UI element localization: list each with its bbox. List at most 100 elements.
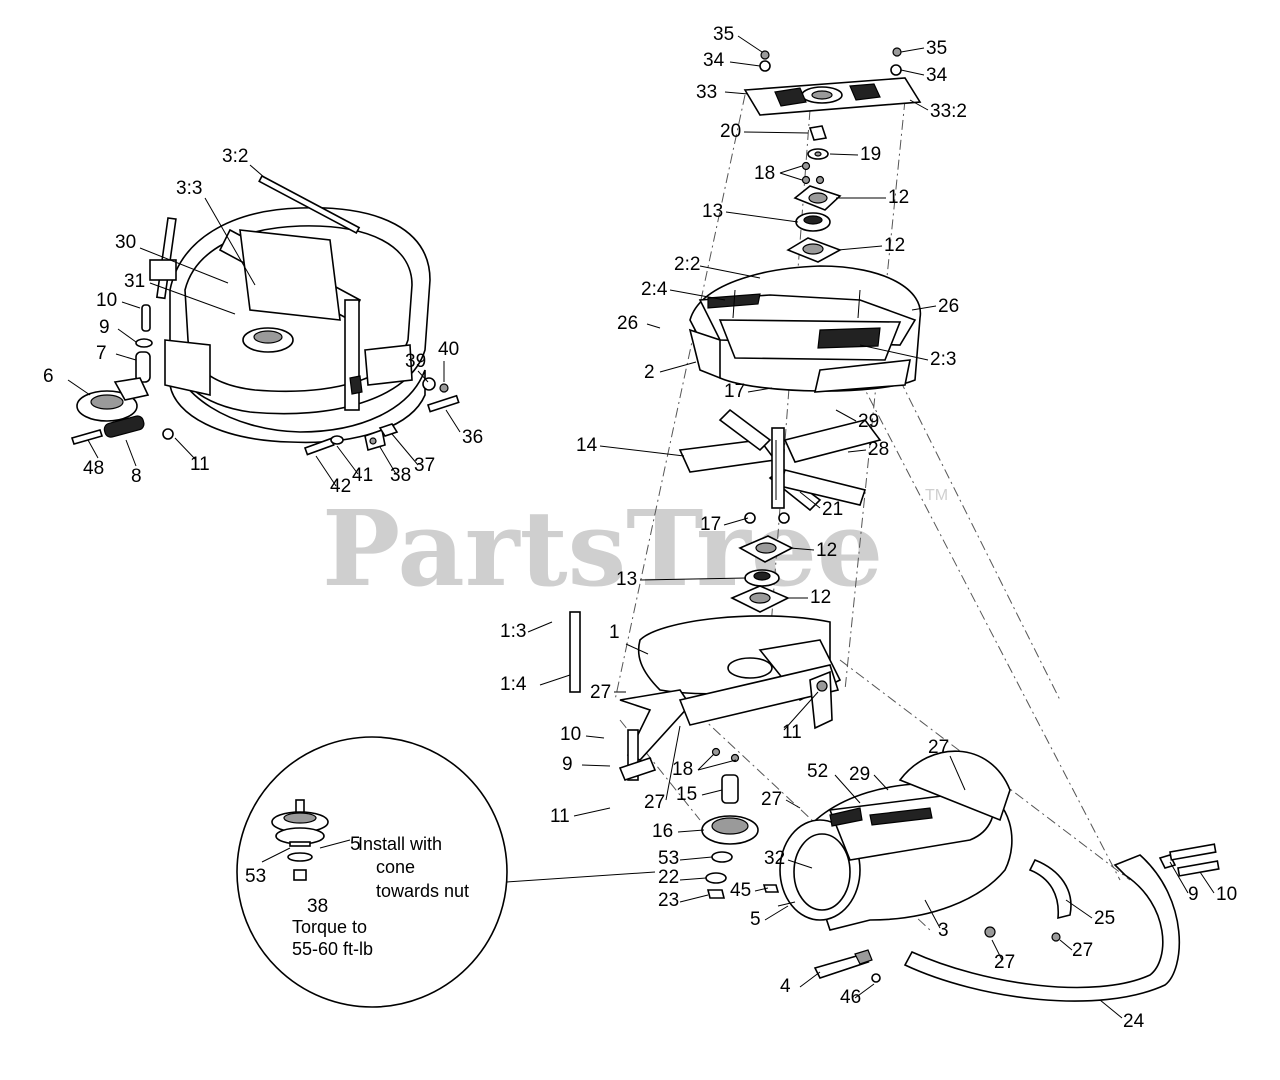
callout-10[interactable]: 10 — [96, 290, 117, 311]
callout-13[interactable]: 13 — [702, 201, 723, 222]
leader-line — [949, 755, 966, 791]
callout-30[interactable]: 30 — [115, 232, 136, 253]
callout-37[interactable]: 37 — [414, 455, 435, 476]
callout-17[interactable]: 17 — [724, 381, 745, 402]
callout-26[interactable]: 26 — [938, 296, 959, 317]
callout-25[interactable]: 25 — [1094, 908, 1115, 929]
callout-27[interactable]: 27 — [928, 737, 949, 758]
callout-12[interactable]: 12 — [888, 187, 909, 208]
bearing-flanges-upper — [786, 185, 842, 263]
callout-41[interactable]: 41 — [352, 465, 373, 486]
callout-26[interactable]: 26 — [617, 313, 638, 334]
leader-line — [117, 328, 137, 343]
callout-9[interactable]: 9 — [99, 317, 110, 338]
note-torque-1: Torque to — [292, 917, 367, 937]
leader-line — [829, 153, 859, 156]
callout-2-4[interactable]: 2:4 — [641, 279, 668, 300]
callout-10[interactable]: 10 — [560, 724, 581, 745]
callout-29[interactable]: 29 — [849, 764, 870, 785]
callout-27[interactable]: 27 — [644, 792, 665, 813]
leader-line — [799, 491, 821, 509]
callout-12[interactable]: 12 — [816, 540, 837, 561]
callout-40[interactable]: 40 — [438, 339, 459, 360]
callout-2-2[interactable]: 2:2 — [674, 254, 700, 275]
leader-lines — [67, 35, 1215, 1019]
callout-18[interactable]: 18 — [672, 759, 693, 780]
callout-32[interactable]: 32 — [764, 848, 785, 869]
leader-line — [725, 211, 799, 223]
callout-27[interactable]: 27 — [1072, 940, 1093, 961]
callout-13[interactable]: 13 — [616, 569, 637, 590]
callout-21[interactable]: 21 — [822, 499, 843, 520]
callout-11[interactable]: 11 — [190, 454, 210, 475]
leader-line — [754, 887, 769, 892]
watermark-trademark: TM — [925, 487, 948, 504]
callout-36[interactable]: 36 — [462, 427, 483, 448]
callout-18[interactable]: 18 — [754, 163, 775, 184]
callout-10[interactable]: 10 — [1216, 884, 1237, 905]
callout-34[interactable]: 34 — [703, 50, 725, 71]
callout-35[interactable]: 35 — [926, 38, 947, 59]
leader-line — [677, 829, 705, 833]
callout-27[interactable]: 27 — [590, 682, 611, 703]
leader-line — [729, 61, 761, 67]
leader-line — [599, 445, 685, 457]
callout-17[interactable]: 17 — [700, 514, 721, 535]
callout-11[interactable]: 11 — [782, 722, 802, 743]
callout-2-3[interactable]: 2:3 — [930, 349, 956, 370]
callout-45[interactable]: 45 — [730, 880, 751, 901]
callout-9[interactable]: 9 — [1188, 884, 1199, 905]
callout-23[interactable]: 23 — [658, 890, 679, 911]
callout-8[interactable]: 8 — [131, 466, 142, 487]
bearing-flanges-lower — [730, 512, 794, 613]
callout-22[interactable]: 22 — [658, 867, 679, 888]
callout-19[interactable]: 19 — [860, 144, 881, 165]
leader-line — [581, 764, 611, 767]
callout-39[interactable]: 39 — [405, 351, 426, 372]
note-torque-2: 55-60 ft-lb — [292, 939, 373, 959]
callout-42[interactable]: 42 — [330, 476, 351, 497]
leader-line — [991, 939, 1003, 961]
callout-31[interactable]: 31 — [124, 271, 145, 292]
callout-48[interactable]: 48 — [83, 458, 104, 479]
leader-line — [900, 47, 925, 53]
callout-3-3[interactable]: 3:3 — [176, 178, 202, 199]
callout-16[interactable]: 16 — [652, 821, 673, 842]
leader-line — [445, 409, 461, 433]
callout-11[interactable]: 11 — [550, 806, 570, 827]
callout-7[interactable]: 7 — [96, 343, 107, 364]
callout-27[interactable]: 27 — [761, 789, 782, 810]
leader-line — [659, 361, 697, 373]
callout-12[interactable]: 12 — [884, 235, 905, 256]
callout-20[interactable]: 20 — [720, 121, 741, 142]
callout-12[interactable]: 12 — [810, 587, 831, 608]
callout-4[interactable]: 4 — [780, 976, 791, 997]
callout-29[interactable]: 29 — [858, 411, 879, 432]
callout-24[interactable]: 24 — [1123, 1011, 1145, 1032]
callout-35[interactable]: 35 — [713, 24, 734, 45]
callout-34[interactable]: 34 — [926, 65, 948, 86]
callout-33-2[interactable]: 33:2 — [930, 101, 967, 122]
leader-line — [573, 807, 611, 817]
callout-14[interactable]: 14 — [576, 435, 598, 456]
inset-label-53: 53 — [245, 866, 266, 887]
callout-3-2[interactable]: 3:2 — [222, 146, 248, 167]
callout-15[interactable]: 15 — [676, 784, 697, 805]
callout-2[interactable]: 2 — [644, 362, 655, 383]
callout-46[interactable]: 46 — [840, 987, 861, 1008]
callout-53[interactable]: 53 — [658, 848, 679, 869]
callout-1-3[interactable]: 1:3 — [500, 621, 526, 642]
leader-line — [249, 164, 266, 179]
callout-27[interactable]: 27 — [994, 952, 1015, 973]
callout-9[interactable]: 9 — [562, 754, 573, 775]
leader-line — [336, 445, 359, 475]
callout-28[interactable]: 28 — [868, 439, 889, 460]
callout-5[interactable]: 5 — [750, 909, 761, 930]
callout-38[interactable]: 38 — [390, 465, 411, 486]
callout-3[interactable]: 3 — [938, 920, 949, 941]
callout-33[interactable]: 33 — [696, 82, 717, 103]
callout-6[interactable]: 6 — [43, 366, 54, 387]
callout-1-4[interactable]: 1:4 — [500, 674, 527, 695]
callout-1[interactable]: 1 — [609, 622, 620, 643]
callout-52[interactable]: 52 — [807, 761, 828, 782]
